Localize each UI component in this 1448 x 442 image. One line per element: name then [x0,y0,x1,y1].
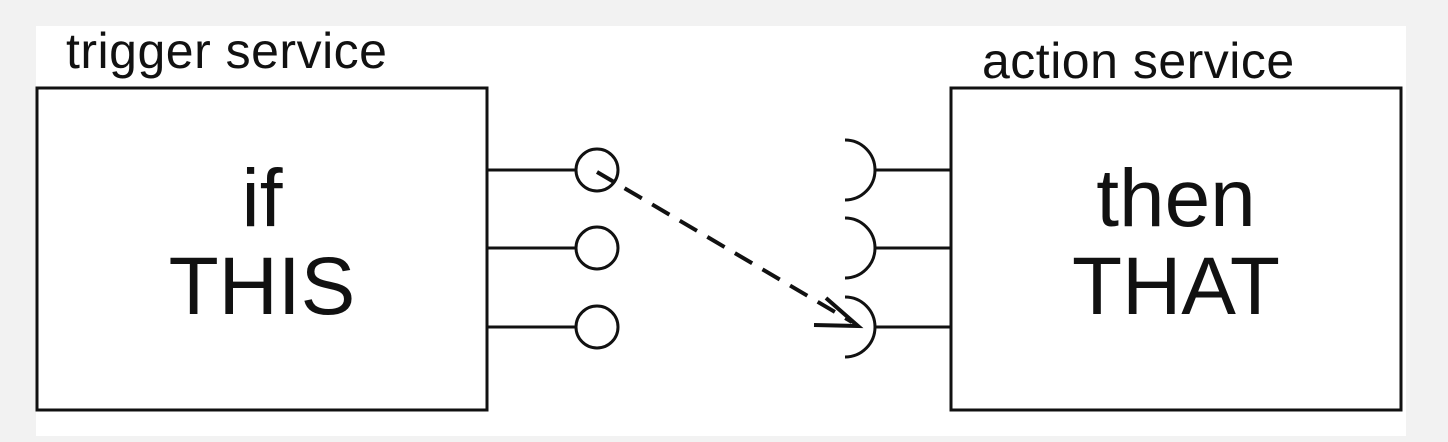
action-service-label: action service [982,33,1295,89]
action-socket-3 [844,295,951,359]
action-box [949,86,1403,412]
trigger-box [35,86,489,412]
trigger-if-text: if [241,153,283,244]
trigger-port-3 [487,304,620,350]
trigger-box-text: if THIS [36,158,488,328]
arrowhead-icon [813,296,864,329]
action-then-text: then [1096,153,1256,244]
action-that-text: THAT [1071,241,1280,332]
trigger-port-2 [487,225,620,271]
trigger-service-label: trigger service [66,23,388,79]
trigger-this-text: THIS [168,241,356,332]
action-socket-2 [844,216,951,280]
connection-arrow [595,170,864,329]
action-box-text: then THAT [950,158,1402,328]
trigger-port-1 [487,147,620,193]
action-socket-1 [844,138,951,202]
